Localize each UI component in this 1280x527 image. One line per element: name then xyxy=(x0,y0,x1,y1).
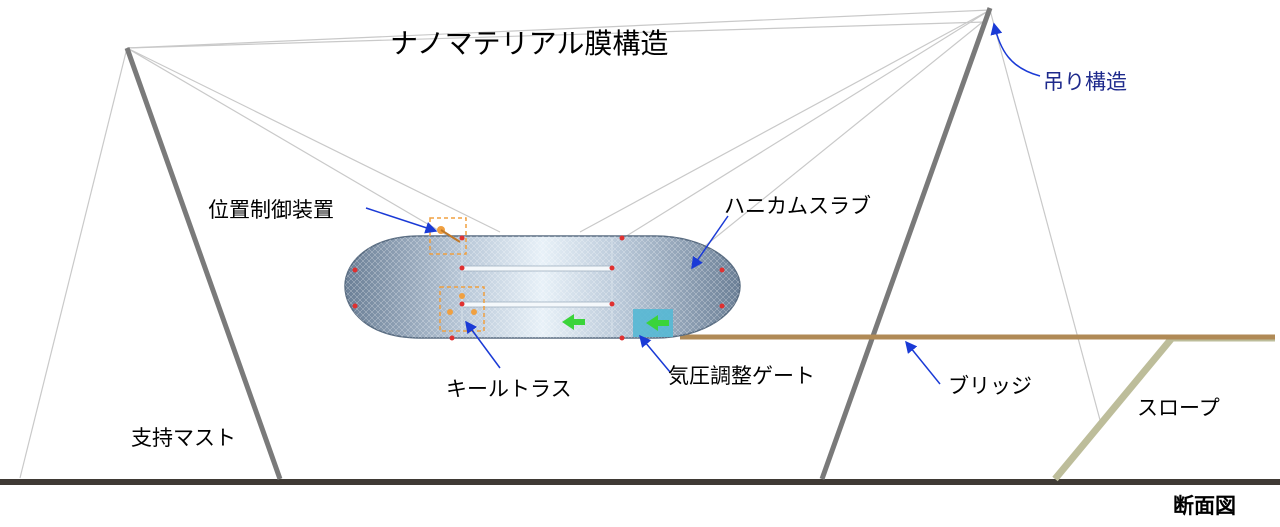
label-honeycomb-slab: ハニカムスラブ xyxy=(724,194,871,218)
airflow-arrow-icon xyxy=(562,314,585,330)
pod-nodes xyxy=(352,235,725,341)
suspension-cables xyxy=(19,9,1101,479)
cable-left-pod-2 xyxy=(126,47,456,241)
support-mast-left xyxy=(124,47,283,480)
label-support-mast: 支持マスト xyxy=(131,426,236,450)
leader-position-control xyxy=(365,207,438,234)
keel-truss-device xyxy=(439,286,485,332)
leader-keel-truss xyxy=(465,320,501,369)
leader-pressure-gate xyxy=(639,334,671,373)
leader-lines xyxy=(365,22,1041,385)
leader-bridge xyxy=(905,340,941,385)
cable-right-pod-3 xyxy=(699,19,986,251)
node xyxy=(619,235,625,241)
diagram-title: ナノマテリアル膜構造 xyxy=(390,27,669,60)
leader-suspension xyxy=(990,22,1041,77)
label-slope: スロープ xyxy=(1137,396,1220,420)
leader-honeycomb-slab xyxy=(691,215,729,270)
node xyxy=(719,303,725,309)
caption-cross-section: 断面図 xyxy=(1173,494,1236,518)
honeycomb-slab-upper xyxy=(461,265,613,272)
position-control-device xyxy=(429,217,467,255)
node xyxy=(609,301,615,307)
node xyxy=(609,265,615,271)
label-position-control: 位置制御装置 xyxy=(208,198,334,222)
pod-mesh xyxy=(345,236,740,338)
membrane-pod xyxy=(344,217,741,341)
cable-right-pod-2 xyxy=(619,9,991,241)
position-control-arm xyxy=(440,229,461,243)
node xyxy=(352,303,358,309)
cable-left-pod-1 xyxy=(126,47,501,233)
cable-right-pod-1 xyxy=(579,9,991,233)
label-suspension: 吊り構造 xyxy=(1043,70,1127,94)
cable-left-outer xyxy=(19,47,128,479)
node xyxy=(352,267,358,273)
keel-truss-joint xyxy=(459,293,465,299)
ground-line xyxy=(0,479,1280,485)
cable-left-to-right-mast-2 xyxy=(126,21,986,49)
gate-arrow-icon xyxy=(646,315,669,331)
cable-right-outer xyxy=(989,9,1101,421)
node xyxy=(459,265,465,271)
node xyxy=(459,235,465,241)
label-pressure-gate: 気圧調整ゲート xyxy=(668,364,815,388)
node xyxy=(619,335,625,341)
node xyxy=(719,267,725,273)
node xyxy=(459,301,465,307)
node xyxy=(449,335,455,341)
label-keel-truss: キールトラス xyxy=(446,377,572,401)
support-mast-right xyxy=(819,7,993,480)
keel-truss-joint xyxy=(471,309,477,315)
cable-left-to-right-mast-1 xyxy=(126,9,991,49)
label-bridge: ブリッジ xyxy=(948,374,1032,398)
keel-truss-joint xyxy=(447,309,453,315)
